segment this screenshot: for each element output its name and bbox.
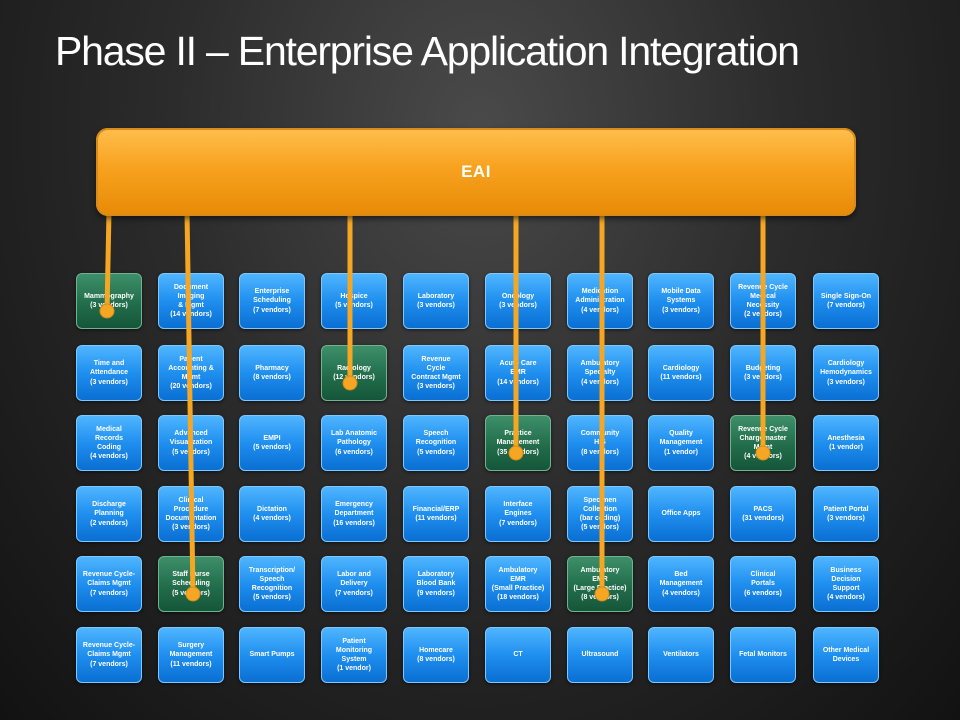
app-box: Quality Management (1 vendor)	[648, 415, 714, 471]
eai-label: EAI	[461, 162, 491, 181]
app-box: Business Decision Support (4 vendors)	[813, 556, 879, 612]
app-box: Ambulatory EMR (Small Practice) (18 vend…	[485, 556, 551, 612]
app-box: Homecare (8 vendors)	[403, 627, 469, 683]
app-box: Mammography (3 vendors)	[76, 273, 142, 329]
app-box: Single Sign-On (7 vendors)	[813, 273, 879, 329]
app-box: Surgery Management (11 vendors)	[158, 627, 224, 683]
app-box: PACS (31 vendors)	[730, 486, 796, 542]
app-box: Time and Attendance (3 vendors)	[76, 345, 142, 401]
app-box: Specimen Collection (bar coding) (5 vend…	[567, 486, 633, 542]
app-box: Emergency Department (16 vendors)	[321, 486, 387, 542]
app-box: Medication Administration (4 vendors)	[567, 273, 633, 329]
app-box: Other Medical Devices	[813, 627, 879, 683]
app-box: Smart Pumps	[239, 627, 305, 683]
app-box: CT	[485, 627, 551, 683]
app-box: Advanced Visualization (5 vendors)	[158, 415, 224, 471]
app-box: Staff Nurse Scheduling (5 vendors)	[158, 556, 224, 612]
app-box: Ambulatory Specialty (4 vendors)	[567, 345, 633, 401]
app-box: Enterprise Scheduling (7 vendors)	[239, 273, 305, 329]
app-box: Discharge Planning (2 vendors)	[76, 486, 142, 542]
app-box: EMPI (5 vendors)	[239, 415, 305, 471]
app-box: Ventilators	[648, 627, 714, 683]
app-box: Clinical Procedure Documentation (3 vend…	[158, 486, 224, 542]
app-box: Document Imaging & Mgmt (14 vendors)	[158, 273, 224, 329]
app-box: Medical Records Coding (4 vendors)	[76, 415, 142, 471]
app-box: Revenue Cycle Medical Necessity (2 vendo…	[730, 273, 796, 329]
app-box: Pharmacy (8 vendors)	[239, 345, 305, 401]
app-box: Financial/ERP (11 vendors)	[403, 486, 469, 542]
app-box: Labor and Delivery (7 vendors)	[321, 556, 387, 612]
app-box: Revenue Cycle- Claims Mgmt (7 vendors)	[76, 627, 142, 683]
eai-bar: EAI	[96, 128, 856, 216]
app-box: Laboratory Blood Bank (9 vendors)	[403, 556, 469, 612]
app-box: Hospice (5 vendors)	[321, 273, 387, 329]
app-box: Acute Care EMR (14 vendors)	[485, 345, 551, 401]
app-box: Patient Monitoring System (1 vendor)	[321, 627, 387, 683]
app-box: Cardiology Hemodynamics (3 vendors)	[813, 345, 879, 401]
app-box: Ultrasound	[567, 627, 633, 683]
page-title: Phase II – Enterprise Application Integr…	[55, 28, 800, 74]
app-box: Revenue Cycle- Claims Mgmt (7 vendors)	[76, 556, 142, 612]
app-box: Clinical Portals (6 vendors)	[730, 556, 796, 612]
app-box: Budgeting (3 vendors)	[730, 345, 796, 401]
app-box: Speech Recognition (5 vendors)	[403, 415, 469, 471]
app-box: Radiology (12 vendors)	[321, 345, 387, 401]
app-box: Dictation (4 vendors)	[239, 486, 305, 542]
app-box: Practice Management (35 vendors)	[485, 415, 551, 471]
app-box: Bed Management (4 vendors)	[648, 556, 714, 612]
app-box: Ambulatory EMR (Large Practice) (8 vendo…	[567, 556, 633, 612]
app-box: Office Apps	[648, 486, 714, 542]
app-box: Interface Engines (7 vendors)	[485, 486, 551, 542]
app-box: Laboratory (3 vendors)	[403, 273, 469, 329]
app-box: Mobile Data Systems (3 vendors)	[648, 273, 714, 329]
app-box: Oncology (3 vendors)	[485, 273, 551, 329]
app-box: Community HIS (8 vendors)	[567, 415, 633, 471]
app-box: Patient Portal (3 vendors)	[813, 486, 879, 542]
app-box: Lab Anatomic Pathology (6 vendors)	[321, 415, 387, 471]
app-box: Anesthesia (1 vendor)	[813, 415, 879, 471]
app-box: Cardiology (11 vendors)	[648, 345, 714, 401]
app-box: Revenue Cycle Chargemaster Mgmt (4 vendo…	[730, 415, 796, 471]
app-box: Revenue Cycle Contract Mgmt (3 vendors)	[403, 345, 469, 401]
app-box: Patient Accounting & Mgmt (20 vendors)	[158, 345, 224, 401]
app-box: Transcription/ Speech Recognition (5 ven…	[239, 556, 305, 612]
app-box: Fetal Monitors	[730, 627, 796, 683]
